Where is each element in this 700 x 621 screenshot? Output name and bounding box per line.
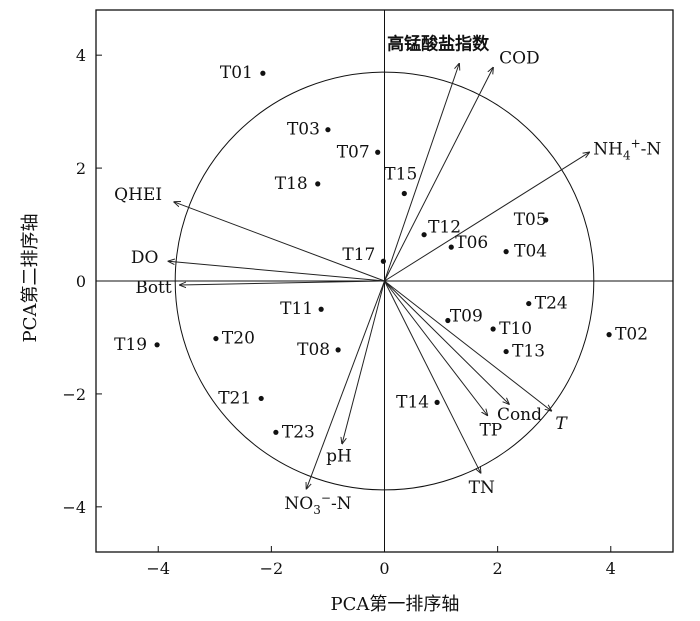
site-point [401,190,407,197]
site-label: T03 [287,120,320,140]
variable-label: pH [326,447,352,467]
site-label: T07 [337,142,370,162]
y-tick-label: 0 [76,272,86,291]
variable-label: NO3−-N [284,491,351,517]
site-point [490,326,496,332]
site-label: T14 [396,392,429,412]
variable-arrow [384,280,509,404]
variable-label: NH4+-N [593,136,661,162]
variable-arrow [384,64,460,282]
x-tick-label: −4 [146,559,170,578]
site-label: T21 [218,388,251,408]
y-tick-label: −4 [62,498,86,517]
equilibrium-circle [174,71,595,491]
site-label: T01 [220,63,253,83]
variable-label: Bott [135,278,172,298]
y-tick-label: 2 [76,159,86,178]
site-point [213,335,219,342]
x-tick-label: 4 [606,559,616,578]
site-label: T05 [514,210,547,230]
site-point [448,244,454,250]
site-label: T02 [615,325,648,345]
site-point [606,332,612,338]
y-tick-label: −2 [62,385,86,404]
site-point [445,317,451,324]
variable-label: TN [469,478,495,498]
site-point [421,232,427,238]
variable-label: COD [499,49,540,69]
y-axis-title: PCA第二排序轴 [20,214,41,343]
site-point [325,127,331,133]
variable-arrow [180,280,385,285]
variable-label: 高锰酸盐指数 [387,34,490,55]
site-point [335,347,341,353]
variable-arrow [168,261,385,282]
site-label: T12 [428,218,461,238]
site-point [375,149,381,155]
variable-arrow [174,202,385,282]
site-point [154,342,160,348]
site-label: T23 [282,422,315,442]
x-tick-label: −2 [260,559,284,578]
site-point [258,395,264,402]
site-label: T06 [455,233,488,253]
variable-label: T [555,414,568,434]
site-point [434,399,440,405]
site-label: T13 [512,342,545,362]
site-label: T20 [222,329,255,349]
site-point [543,217,549,223]
variable-arrow [384,152,590,282]
site-label: T19 [114,335,147,355]
variable-label: DO [131,248,159,268]
site-point [526,300,532,307]
site-label: T08 [297,340,330,360]
site-point [273,429,279,435]
y-tick-label: 4 [76,46,86,65]
variable-label: QHEI [114,185,162,205]
variable-arrow [342,280,385,444]
site-point [380,258,386,264]
site-label: T04 [514,242,547,262]
site-point [318,306,324,312]
x-axis-title: PCA第一排序轴 [331,594,460,615]
site-label: T10 [499,319,532,339]
site-point [503,348,509,355]
site-point [503,249,509,255]
x-tick-label: 2 [493,559,503,578]
variable-arrow [384,280,481,473]
variable-arrow [384,68,494,282]
variable-arrow [384,280,488,415]
site-label: T09 [450,307,483,327]
site-point [315,181,321,187]
variable-label: TP [479,420,502,440]
site-label: T15 [384,164,417,184]
x-tick-label: 0 [379,559,389,578]
site-label: T24 [535,294,568,314]
site-point [260,70,266,76]
variable-arrow [384,280,552,411]
site-label: T18 [275,174,308,194]
variable-arrow [306,280,385,489]
site-label: T17 [342,245,375,265]
site-label: T11 [280,299,313,319]
variable-label: Cond [497,405,542,425]
